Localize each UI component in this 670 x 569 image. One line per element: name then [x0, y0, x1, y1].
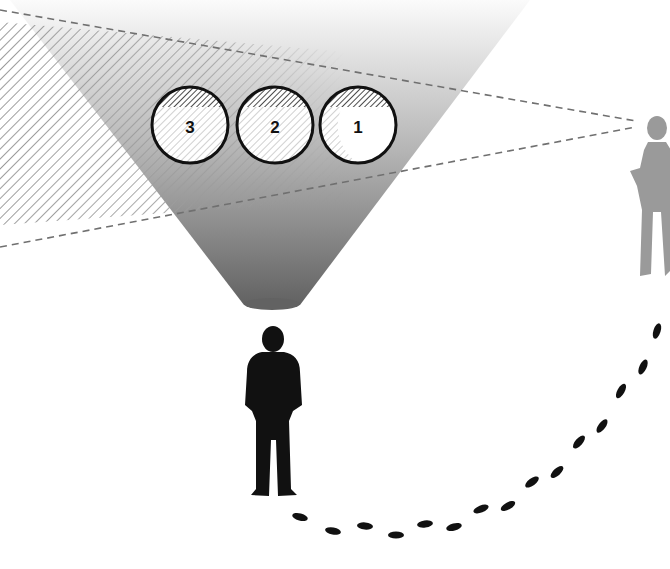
- viewer-body: [630, 142, 670, 276]
- footprint: [614, 382, 628, 399]
- circle-node: 1: [318, 85, 398, 165]
- footprint: [571, 434, 587, 451]
- footprint: [388, 531, 404, 538]
- footprint: [357, 522, 374, 531]
- hatched-view-band: [0, 22, 345, 225]
- circle-node: 3: [150, 85, 230, 165]
- footprint: [636, 358, 649, 376]
- footprint: [594, 417, 609, 434]
- callout-number: 3: [150, 85, 230, 165]
- footprint: [549, 464, 566, 480]
- footprint: [445, 521, 462, 532]
- viewer-body: [245, 352, 302, 496]
- footprint: [291, 511, 308, 522]
- view-cone-base: [244, 298, 300, 310]
- footprint: [417, 519, 434, 528]
- viewer-head: [647, 116, 667, 140]
- footprint: [499, 499, 516, 513]
- sight-line: [0, 10, 636, 121]
- viewer-head: [262, 326, 284, 352]
- footprint: [472, 503, 490, 516]
- footprint: [523, 474, 540, 489]
- callout-number: 2: [235, 85, 315, 165]
- circle-node: 2: [235, 85, 315, 165]
- footprints: [291, 322, 663, 538]
- sight-line: [0, 127, 636, 247]
- footprint: [324, 526, 341, 536]
- footprint: [651, 322, 663, 339]
- callout-number: 1: [318, 85, 398, 165]
- crescent-hatch: [320, 107, 358, 163]
